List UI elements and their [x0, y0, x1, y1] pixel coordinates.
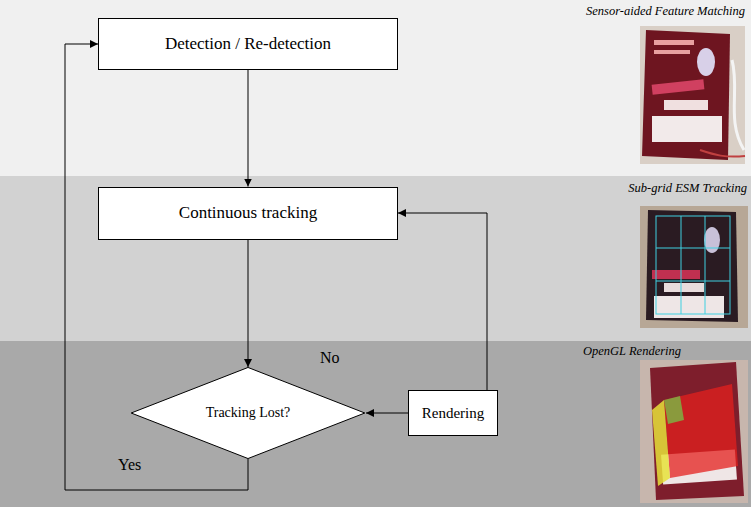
photo-feature-matching [640, 26, 745, 164]
branch-label: Yes [118, 455, 141, 474]
stage-caption: Sensor-aided Feature Matching [586, 4, 745, 19]
flow-arrow [398, 213, 487, 390]
node-text: Continuous tracking [179, 203, 317, 223]
process-box: Detection / Re-detection [98, 18, 398, 70]
stage-band [0, 176, 751, 341]
process-box: Rendering [408, 390, 498, 436]
flow-arrow [248, 70, 249, 187]
stage-band [0, 341, 751, 507]
stage-band [0, 0, 751, 176]
node-text: Tracking Lost? [206, 405, 291, 422]
node-text: Rendering [422, 404, 484, 422]
node-text: Detection / Re-detection [165, 34, 331, 54]
stage-caption: OpenGL Rendering [583, 344, 681, 359]
branch-label: No [320, 348, 340, 367]
photo-opengl-rendering [640, 360, 748, 503]
decision-diamond: Tracking Lost? [130, 367, 366, 459]
process-box: Continuous tracking [98, 187, 398, 240]
stage-caption: Sub-grid ESM Tracking [628, 181, 747, 196]
flow-arrow [248, 240, 249, 368]
flow-arrow [366, 413, 408, 414]
photo-esm-tracking [640, 206, 748, 328]
